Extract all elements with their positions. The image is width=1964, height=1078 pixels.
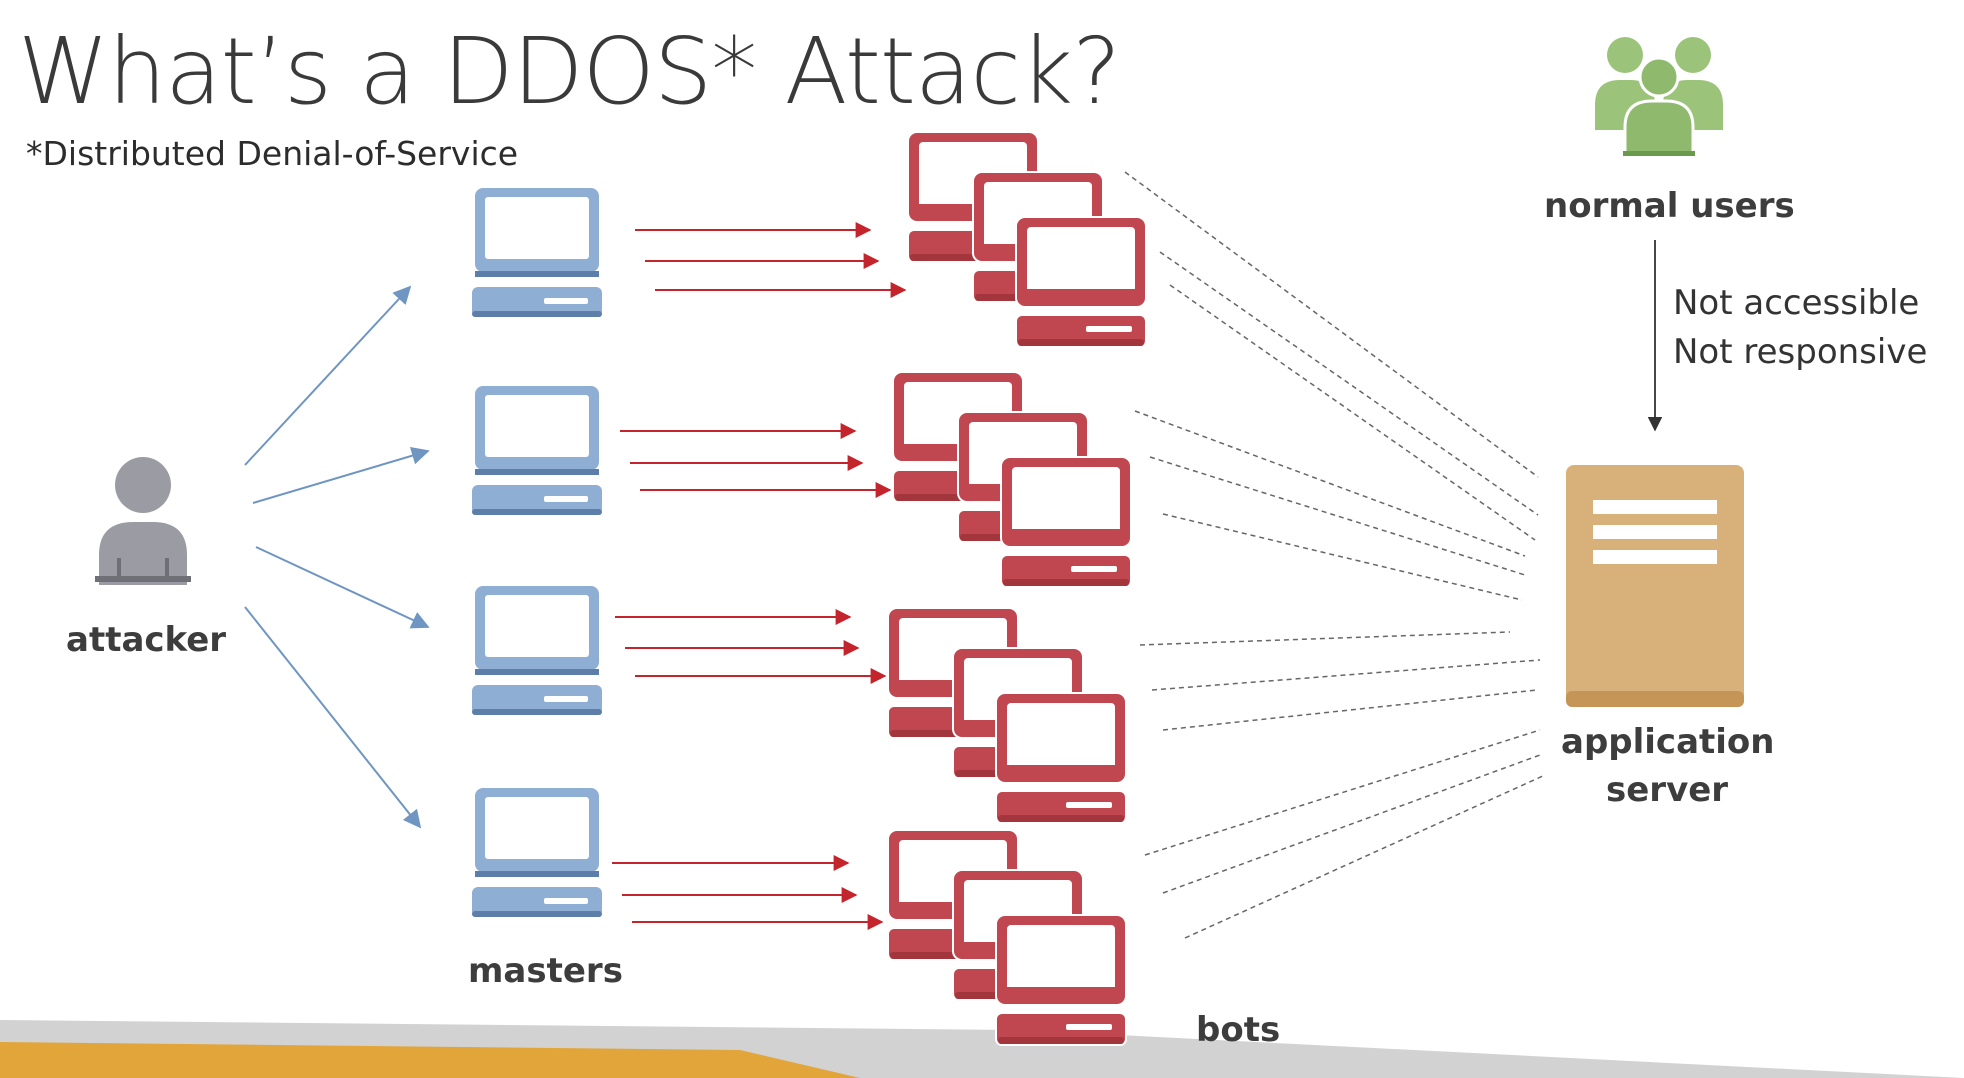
person-icon — [95, 457, 191, 585]
computer-cluster-icon — [907, 131, 1147, 348]
arrow-to-master-3 — [255, 546, 430, 629]
arrow-to-master-2 — [252, 446, 430, 504]
server-label-line1: application — [1561, 722, 1775, 762]
note-not-accessible: Not accessible — [1673, 283, 1920, 323]
master-to-bot-arrows — [612, 222, 907, 930]
computer-cluster-icon — [887, 829, 1127, 1046]
server-icon — [1566, 465, 1744, 707]
traffic-line — [1162, 689, 1538, 731]
computer-icon — [472, 788, 602, 917]
computer-cluster-icon — [892, 371, 1132, 588]
traffic-line — [1162, 513, 1523, 601]
masters-label: masters — [468, 951, 623, 991]
arrow-to-master-4 — [244, 606, 422, 829]
computer-icon — [472, 188, 602, 317]
page-title: What’s a DDOS* Attack? — [18, 18, 1121, 125]
traffic-line — [1144, 729, 1541, 856]
computer-icon — [472, 386, 602, 515]
users-group-icon — [1595, 37, 1723, 157]
server-label-line2: server — [1606, 770, 1729, 810]
bots-group — [887, 131, 1147, 1046]
computer-icon — [472, 586, 602, 715]
note-not-responsive: Not responsive — [1673, 332, 1928, 372]
traffic-line — [1169, 284, 1536, 541]
traffic-line — [1149, 456, 1526, 576]
normal-users-label: normal users — [1544, 186, 1795, 226]
bot-traffic-lines — [1124, 171, 1546, 939]
traffic-line — [1159, 251, 1539, 516]
traffic-line — [1162, 754, 1541, 894]
attacker-label: attacker — [66, 620, 227, 660]
page-subtitle: *Distributed Denial-of-Service — [26, 134, 519, 173]
traffic-line — [1184, 774, 1546, 939]
bots-label: bots — [1196, 1010, 1281, 1050]
footer-stripe — [0, 1020, 1964, 1078]
masters-group — [472, 188, 602, 917]
traffic-line — [1124, 171, 1539, 478]
attacker-arrows — [244, 285, 430, 829]
traffic-line — [1151, 659, 1541, 691]
traffic-line — [1134, 410, 1526, 557]
arrow-to-master-1 — [244, 285, 412, 466]
computer-cluster-icon — [887, 607, 1127, 824]
traffic-line — [1139, 631, 1511, 646]
